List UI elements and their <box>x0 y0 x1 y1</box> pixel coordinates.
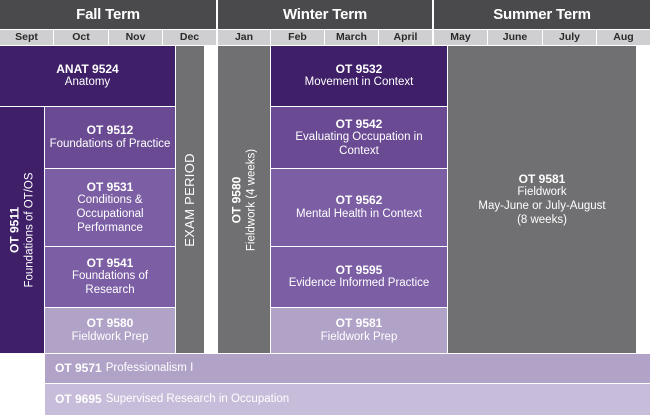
course-ot-9531: OT 9531 Conditions & Occupational Perfor… <box>45 169 175 246</box>
course-code: OT 9581 <box>335 316 383 331</box>
course-ot-9562: OT 9562 Mental Health in Context <box>271 169 447 246</box>
course-name-line: Context <box>339 144 379 157</box>
course-ot-9595: OT 9595 Evidence Informed Practice <box>271 247 447 307</box>
course-name: Anatomy <box>64 76 111 89</box>
month-july: July <box>543 30 596 45</box>
month-may: May <box>434 30 487 45</box>
course-ot-9580-fieldwork: OT 9580 Fieldwork (4 weeks) <box>218 46 270 353</box>
course-ot-9571: OT 9571 Professionalism I <box>45 354 650 383</box>
course-code: OT 9512 <box>86 123 134 138</box>
course-ot-9695: OT 9695 Supervised Research in Occupatio… <box>45 384 650 415</box>
course-name-line: Conditions & <box>77 194 143 206</box>
course-ot-9541: OT 9541 Foundations of Research <box>45 247 175 307</box>
course-name: Movement in Context <box>304 76 414 89</box>
course-code: OT 9542 <box>335 116 383 131</box>
month-oct: Oct <box>54 30 108 45</box>
month-march: March <box>325 30 378 45</box>
course-ot-9542: OT 9542 Evaluating Occupation in Context <box>271 107 447 168</box>
course-name-line: (8 weeks) <box>517 213 567 226</box>
vertical-label: OT 9511 Foundations of OT/OS <box>7 172 36 287</box>
exam-period-label: EXAM PERIOD <box>181 152 197 247</box>
course-code: OT 9571 <box>55 361 102 376</box>
course-code: OT 9580 <box>86 316 134 331</box>
month-feb: Feb <box>271 30 324 45</box>
month-sept: Sept <box>0 30 53 45</box>
course-ot-9580-prep: OT 9580 Fieldwork Prep <box>45 308 175 353</box>
term-header-winter: Winter Term <box>218 0 432 29</box>
course-code: OT 9580 <box>229 176 244 223</box>
course-code: OT 9511 <box>7 206 22 254</box>
course-ot-9581-prep: OT 9581 Fieldwork Prep <box>271 308 447 353</box>
course-code: OT 9531 <box>86 179 134 194</box>
course-name: Professionalism I <box>105 361 194 374</box>
month-aug: Aug <box>597 30 650 45</box>
term-label: Fall Term <box>76 5 140 23</box>
course-name-line: Evaluating Occupation in <box>295 130 423 143</box>
term-label: Winter Term <box>282 5 368 23</box>
course-name: Evidence Informed Practice <box>288 277 430 290</box>
course-code: OT 9595 <box>335 262 383 277</box>
term-header-summer: Summer Term <box>434 0 650 29</box>
course-name-line: Occupational <box>76 207 144 220</box>
term-header-fall: Fall Term <box>0 0 216 29</box>
course-code: ANAT 9524 <box>56 61 119 76</box>
course-name: Fieldwork (4 weeks) <box>245 148 258 251</box>
vertical-label: OT 9580 Fieldwork (4 weeks) <box>229 148 258 250</box>
course-name: Fieldwork Prep <box>320 330 398 343</box>
course-name-line: Foundations of <box>71 270 149 283</box>
course-name-line: Research <box>85 284 135 297</box>
month-jan: Jan <box>218 30 270 45</box>
month-nov: Nov <box>109 30 162 45</box>
course-code: OT 9695 <box>55 392 102 407</box>
course-code: OT 9541 <box>86 256 134 270</box>
course-name-line: Performance <box>77 221 143 234</box>
course-name: Foundations of OT/OS <box>23 172 36 288</box>
course-ot-9581-fieldwork: OT 9581 Fieldwork May-June or July-Augus… <box>448 46 636 353</box>
course-ot-9512: OT 9512 Foundations of Practice <box>45 107 175 168</box>
course-name-line: Fieldwork <box>517 186 567 198</box>
course-name: Mental Health in Context <box>296 207 422 220</box>
course-code: OT 9562 <box>335 193 383 208</box>
course-name: Foundations of Practice <box>49 137 171 150</box>
month-dec: Dec <box>163 30 216 45</box>
month-june: June <box>488 30 542 45</box>
course-ot-9511: OT 9511 Foundations of OT/OS <box>0 107 44 353</box>
course-name: Fieldwork Prep <box>71 330 149 343</box>
month-april: April <box>379 30 432 45</box>
term-label: Summer Term <box>493 5 591 23</box>
exam-period: EXAM PERIOD <box>176 46 204 353</box>
course-name-line: May-June or July-August <box>478 199 606 212</box>
course-name: Supervised Research in Occupation <box>105 392 290 405</box>
course-anat-9524: ANAT 9524 Anatomy <box>0 46 175 106</box>
course-ot-9532: OT 9532 Movement in Context <box>271 46 447 106</box>
course-code: OT 9532 <box>335 61 383 76</box>
course-code: OT 9581 <box>518 171 566 186</box>
